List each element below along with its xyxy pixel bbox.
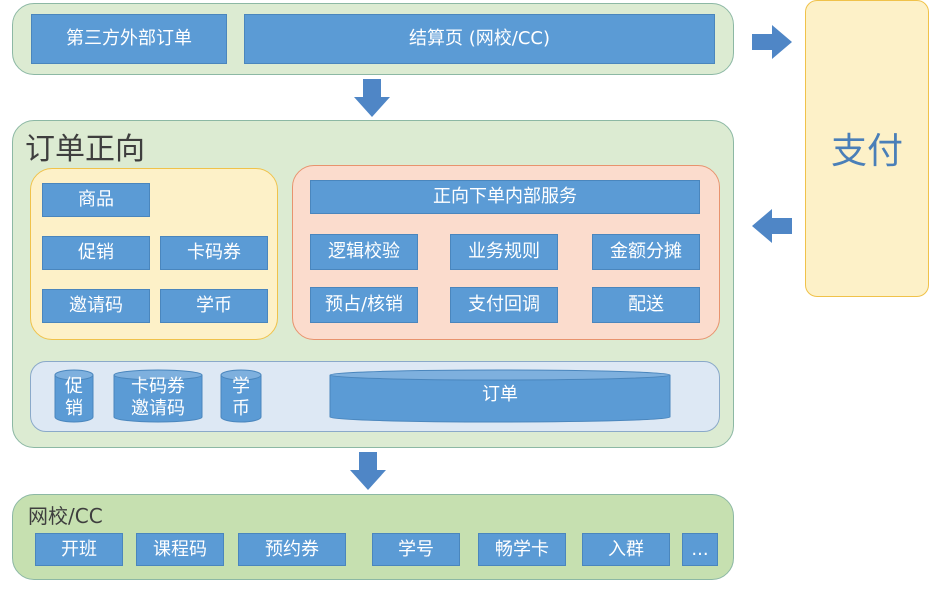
payment-label: 支付 — [830, 131, 903, 172]
coin-storage-label: 学 币 — [232, 376, 250, 419]
open-class-box: 开班 — [35, 533, 123, 566]
reserve-writeoff-box: 预占/核销 — [310, 287, 418, 323]
appointment-coupon-box: 预约券 — [238, 533, 346, 566]
arrow-right-icon — [752, 25, 792, 59]
card-invite-database-icon — [113, 369, 203, 423]
checkout-page-box: 结算页 (网校/CC) — [244, 14, 715, 64]
promo-box: 促销 — [42, 236, 150, 270]
card-coupon-box: 卡码券 — [160, 236, 268, 270]
coin-database-icon — [220, 369, 262, 423]
more-box: ... — [682, 533, 718, 566]
arrow-down-icon — [354, 79, 390, 117]
arrow-down-icon — [350, 452, 386, 490]
business-rules-box: 业务规则 — [450, 234, 558, 270]
course-code-box: 课程码 — [136, 533, 224, 566]
payment-callback-box: 支付回调 — [450, 287, 558, 323]
promo-database-icon — [54, 369, 94, 423]
student-id-box: 学号 — [372, 533, 460, 566]
unlimited-card-box: 畅学卡 — [478, 533, 566, 566]
order-storage-label: 订单 — [482, 384, 518, 405]
amount-split-box: 金额分摊 — [592, 234, 700, 270]
school-cc-title: 网校/CC — [28, 504, 103, 528]
delivery-box: 配送 — [592, 287, 700, 323]
goods-box: 商品 — [42, 183, 150, 217]
coin-box: 学币 — [160, 289, 268, 323]
third-party-order-box: 第三方外部订单 — [31, 14, 227, 64]
card-invite-storage-label: 卡码券 邀请码 — [131, 376, 185, 419]
order-database-icon — [329, 369, 671, 423]
logic-check-box: 逻辑校验 — [310, 234, 418, 270]
payment-panel — [805, 0, 929, 297]
invite-code-box: 邀请码 — [42, 289, 150, 323]
join-group-box: 入群 — [582, 533, 670, 566]
promo-storage-label: 促 销 — [65, 376, 83, 419]
order-forward-title: 订单正向 — [25, 132, 145, 167]
internal-service-title: 正向下单内部服务 — [310, 180, 700, 214]
arrow-left-icon — [752, 209, 792, 243]
